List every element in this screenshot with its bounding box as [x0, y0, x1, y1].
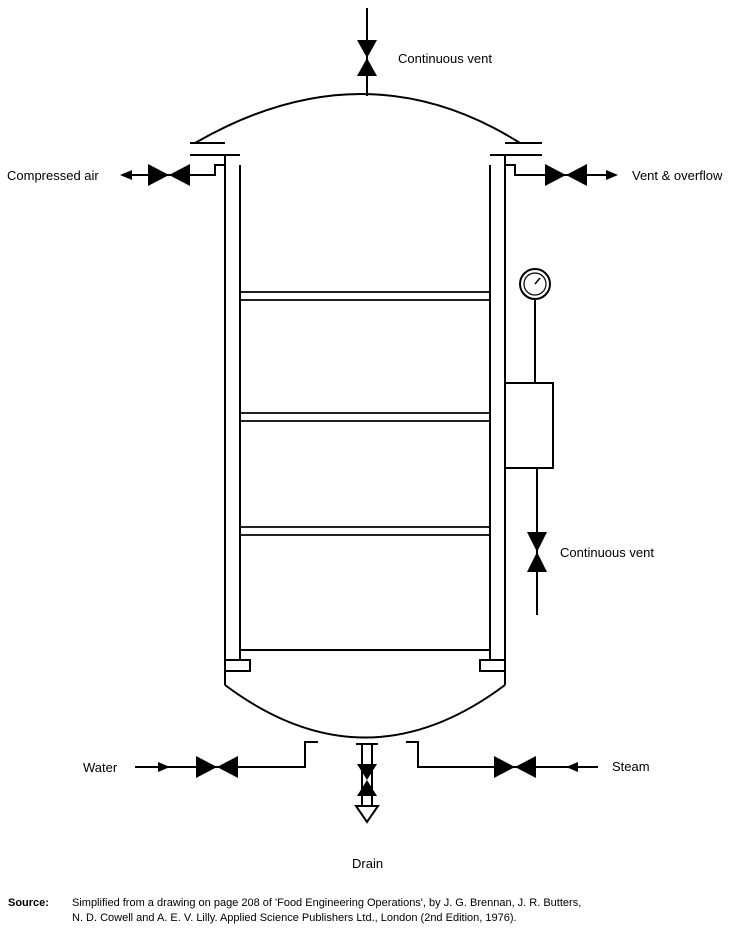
source-line-2: N. D. Cowell and A. E. V. Lilly. Applied… [72, 912, 517, 924]
vessel-top-dome [194, 93, 521, 144]
support-left [224, 659, 251, 672]
valve-icon [494, 756, 536, 778]
label-vent-overflow: Vent & overflow [632, 168, 723, 183]
arrow-left-icon [566, 762, 578, 772]
source-prefix: Source: [8, 897, 49, 909]
source-caption: Source: Simplified from a drawing on page… [8, 896, 743, 926]
valve-icon [357, 40, 377, 76]
shelves [240, 291, 490, 536]
retort-diagram: Continuous vent Compressed air Vent & ov… [7, 8, 723, 871]
arrow-right-icon [606, 170, 618, 180]
arrow-left-icon [120, 170, 132, 180]
valve-icon [527, 532, 547, 572]
arrow-down-icon [354, 805, 380, 824]
label-continuous-vent-top: Continuous vent [398, 51, 492, 66]
pressure-gauge-icon [519, 268, 551, 300]
valve-icon [545, 164, 587, 186]
label-drain: Drain [352, 856, 383, 871]
source-line-1: Simplified from a drawing on page 208 of… [72, 897, 582, 909]
arrow-right-icon [158, 762, 170, 772]
valve-icon [196, 756, 238, 778]
label-steam: Steam [612, 759, 650, 774]
vessel-bottom-dome [224, 684, 506, 739]
label-continuous-vent-side: Continuous vent [560, 545, 654, 560]
valve-icon [357, 764, 377, 796]
label-compressed-air: Compressed air [7, 168, 99, 183]
label-water: Water [83, 760, 118, 775]
support-right [479, 659, 506, 672]
valve-icon [148, 164, 190, 186]
side-chamber [505, 382, 554, 469]
